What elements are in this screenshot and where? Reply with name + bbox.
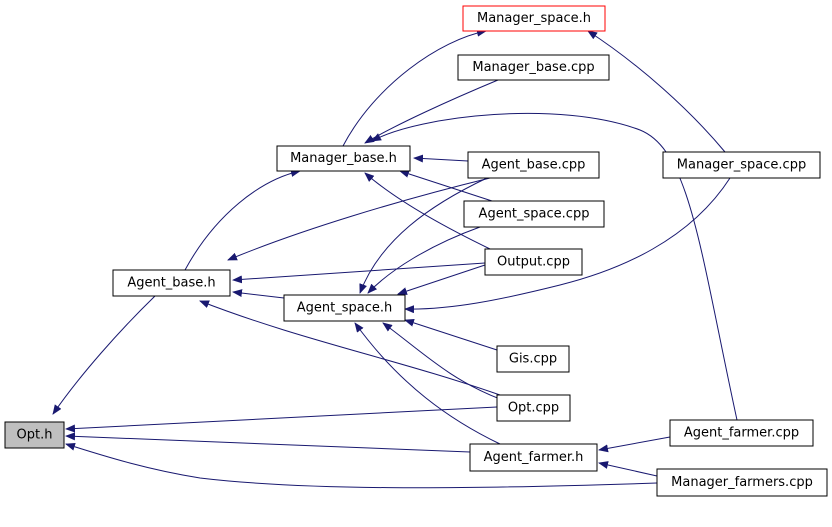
- node-label: Agent_space.cpp: [479, 207, 590, 222]
- node-label: Agent_farmer.h: [484, 450, 584, 465]
- edge-manager-space-cpp-to-agent-space-h: [404, 177, 731, 314]
- edge-output-cpp-to-manager-base-h: [364, 172, 491, 250]
- node-label: Gis.cpp: [509, 352, 557, 367]
- node-manager-base-cpp[interactable]: Manager_base.cpp: [457, 54, 610, 81]
- node-output-cpp[interactable]: Output.cpp: [484, 248, 583, 276]
- edge-opt-cpp-to-opt-h: [65, 406, 498, 433]
- edge-agent-farmer-cpp-to-agent-farmer-h: [598, 436, 671, 453]
- edge-output-cpp-to-agent-space-h: [397, 264, 486, 295]
- edge-opt-cpp-to-agent-base-h: [199, 300, 501, 396]
- node-agent-farmer-h[interactable]: Agent_farmer.h: [469, 443, 598, 472]
- node-manager-space-h[interactable]: Manager_space.h: [462, 5, 606, 32]
- edge-agent-base-cpp-to-manager-base-h: [413, 154, 469, 163]
- edge-agent-farmer-h-to-opt-h: [65, 432, 471, 453]
- node-label: Manager_space.cpp: [677, 158, 806, 173]
- edge-agent-base-cpp-to-agent-space-h: [359, 177, 488, 294]
- edge-agent-space-cpp-to-manager-base-h: [399, 169, 493, 202]
- edge-opt-cpp-to-agent-space-h: [382, 322, 501, 400]
- edge-agent-farmer-cpp-to-manager-base-h: [371, 112, 738, 421]
- edge-agent-space-cpp-to-agent-space-h: [367, 226, 481, 294]
- node-manager-space-cpp[interactable]: Manager_space.cpp: [662, 151, 821, 179]
- edge-manager-base-h-to-manager-space-h: [342, 28, 487, 147]
- edge-agent-farmer-h-to-agent-space-h: [354, 322, 501, 445]
- node-agent-space-h[interactable]: Agent_space.h: [283, 294, 406, 322]
- edge-gis-cpp-to-agent-space-h: [404, 318, 498, 351]
- nodes-layer: Manager_space.h Manager_base.cpp Manager…: [4, 5, 828, 497]
- edge-output-cpp-to-agent-base-h: [232, 262, 486, 284]
- edge-manager-space-cpp-to-manager-space-h: [587, 30, 726, 153]
- node-label: Agent_farmer.cpp: [684, 426, 799, 441]
- node-label: Manager_base.cpp: [472, 60, 594, 75]
- node-label: Opt.h: [17, 428, 53, 443]
- edge-agent-base-h-to-manager-base-h: [184, 169, 301, 271]
- node-label: Opt.cpp: [508, 401, 559, 416]
- edge-manager-farmers-cpp-to-opt-h: [65, 442, 658, 489]
- edge-agent-base-h-to-opt-h: [52, 295, 156, 415]
- node-agent-base-h[interactable]: Agent_base.h: [112, 269, 231, 297]
- node-label: Agent_space.h: [297, 301, 393, 316]
- edge-agent-space-h-to-agent-base-h: [232, 289, 285, 299]
- edge-agent-base-cpp-to-agent-base-h: [227, 177, 491, 261]
- node-label: Manager_farmers.cpp: [671, 475, 813, 490]
- node-agent-base-cpp[interactable]: Agent_base.cpp: [467, 151, 600, 179]
- node-manager-base-h[interactable]: Manager_base.h: [276, 145, 411, 172]
- node-agent-space-cpp[interactable]: Agent_space.cpp: [463, 200, 605, 228]
- node-agent-farmer-cpp[interactable]: Agent_farmer.cpp: [669, 419, 814, 447]
- edge-manager-farmers-cpp-to-agent-farmer-h: [598, 461, 658, 477]
- edges-layer: [52, 28, 738, 489]
- node-label: Agent_base.cpp: [482, 158, 586, 173]
- node-label: Manager_base.h: [290, 151, 397, 166]
- node-label: Manager_space.h: [477, 11, 591, 26]
- node-label: Agent_base.h: [127, 276, 215, 291]
- node-label: Output.cpp: [497, 255, 570, 270]
- node-opt-h[interactable]: Opt.h: [4, 421, 65, 449]
- node-manager-farmers-cpp[interactable]: Manager_farmers.cpp: [656, 468, 828, 497]
- node-gis-cpp[interactable]: Gis.cpp: [496, 345, 570, 373]
- node-opt-cpp[interactable]: Opt.cpp: [496, 394, 571, 422]
